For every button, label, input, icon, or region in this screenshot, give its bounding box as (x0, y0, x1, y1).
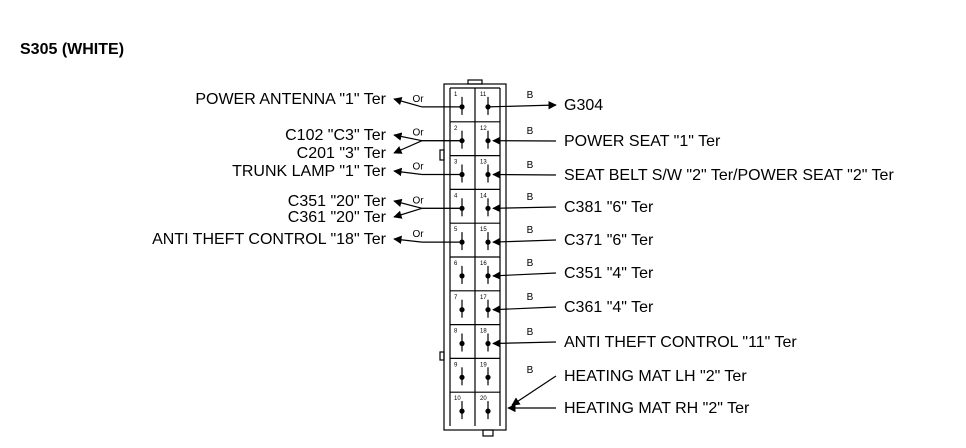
wire-arrow (492, 339, 557, 348)
connection-label: POWER SEAT "1" Ter (564, 133, 721, 150)
left-connection: C201 "3" Ter (297, 140, 462, 162)
wire-color-code: Or (412, 128, 424, 139)
pin-number: 11 (480, 92, 487, 98)
connection-label: C102 "C3" Ter (285, 127, 387, 144)
wire-arrow (393, 235, 423, 245)
wire-arrow (393, 132, 423, 142)
wire-color-code: B (527, 90, 534, 101)
pin-number: 2 (454, 126, 458, 132)
wire-color-code: B (527, 126, 534, 137)
connection-label: ANTI THEFT CONTROL "11" Ter (564, 334, 797, 351)
right-connection: POWER SEAT "1" Ter B (492, 126, 721, 150)
left-connection: ANTI THEFT CONTROL "18" Ter Or (152, 229, 462, 248)
wire-arrow (393, 97, 423, 108)
wire-arrow (487, 101, 557, 110)
wire-arrow (492, 271, 557, 280)
left-connection: TRUNK LAMP "1" Ter Or (232, 162, 462, 180)
pin-number: 16 (480, 261, 487, 267)
connection-label: HEATING MAT RH "2" Ter (564, 400, 750, 417)
connection-label: TRUNK LAMP "1" Ter (232, 163, 387, 180)
right-connection: HEATING MAT RH "2" Ter (507, 400, 750, 417)
pin-number: 19 (480, 362, 487, 368)
wire-arrow (393, 140, 423, 154)
right-connection: ANTI THEFT CONTROL "11" Ter B (492, 327, 797, 351)
wire-arrow (393, 167, 423, 177)
pin-number: 7 (454, 295, 458, 301)
connection-label: C361 "4" Ter (564, 299, 654, 316)
wire-color-code: Or (412, 162, 424, 173)
right-connection: C351 "4" Ter B (492, 258, 654, 282)
diagram-title: S305 (WHITE) (20, 41, 124, 58)
wire-arrow (393, 207, 423, 219)
connection-label: POWER ANTENNA "1" Ter (195, 91, 386, 108)
pin-number: 6 (454, 261, 458, 267)
wire-color-code: B (527, 160, 534, 171)
left-connection: C361 "20" Ter (288, 207, 462, 226)
connection-label: C361 "20" Ter (288, 209, 387, 226)
pin-number: 1 (454, 92, 458, 98)
right-connection: G304 B (487, 90, 603, 114)
wire-arrow (511, 375, 557, 406)
pin-number: 9 (454, 362, 458, 368)
pin-number: 10 (454, 396, 461, 402)
wire-arrow (492, 237, 557, 247)
wire-color-code: B (527, 192, 534, 203)
wire-color-code: Or (412, 195, 424, 206)
connection-label: ANTI THEFT CONTROL "18" Ter (152, 231, 387, 248)
right-connection: HEATING MAT LH "2" Ter B (511, 365, 747, 406)
connection-label: C371 "6" Ter (564, 232, 654, 249)
connection-label: C201 "3" Ter (297, 145, 387, 162)
pin-number: 14 (480, 193, 487, 199)
right-connection: C371 "6" Ter B (492, 225, 654, 249)
connection-label: C381 "6" Ter (564, 199, 654, 216)
pin-number: 20 (480, 396, 487, 402)
wire-arrow (492, 305, 557, 314)
wire-arrow (393, 198, 423, 209)
pin-number: 18 (480, 329, 487, 335)
wire-color-code: B (527, 258, 534, 269)
right-connection: C381 "6" Ter B (492, 192, 654, 216)
connection-label: C351 "20" Ter (288, 193, 387, 210)
pin-number: 5 (454, 227, 458, 233)
left-connection: C102 "C3" Ter Or (285, 127, 462, 144)
wire-color-code: B (527, 225, 534, 236)
wire-arrow (492, 170, 557, 179)
wire-color-code: B (527, 365, 534, 376)
connection-label: SEAT BELT S/W "2" Ter/POWER SEAT "2" Ter (564, 167, 894, 184)
wire-color-code: Or (412, 94, 424, 105)
connection-label: G304 (564, 97, 603, 114)
left-connection: POWER ANTENNA "1" Ter Or (195, 91, 462, 108)
connection-label: HEATING MAT LH "2" Ter (564, 368, 747, 385)
right-connection: SEAT BELT S/W "2" Ter/POWER SEAT "2" Ter… (492, 160, 894, 184)
connection-label: C351 "4" Ter (564, 265, 654, 282)
pin-number: 15 (480, 227, 487, 233)
wire-color-code: Or (412, 229, 424, 240)
wire-arrow (492, 203, 557, 213)
wire-color-code: B (527, 327, 534, 338)
pin-number: 4 (454, 193, 458, 199)
wire-color-code: B (527, 292, 534, 303)
left-connection: C351 "20" Ter Or (288, 193, 462, 210)
right-connection: C361 "4" Ter B (492, 292, 654, 316)
pin-number: 3 (454, 160, 458, 166)
pin-number: 8 (454, 329, 458, 335)
pin-number: 12 (480, 126, 487, 132)
pin-number: 17 (480, 295, 487, 301)
pin-number: 13 (480, 160, 487, 166)
